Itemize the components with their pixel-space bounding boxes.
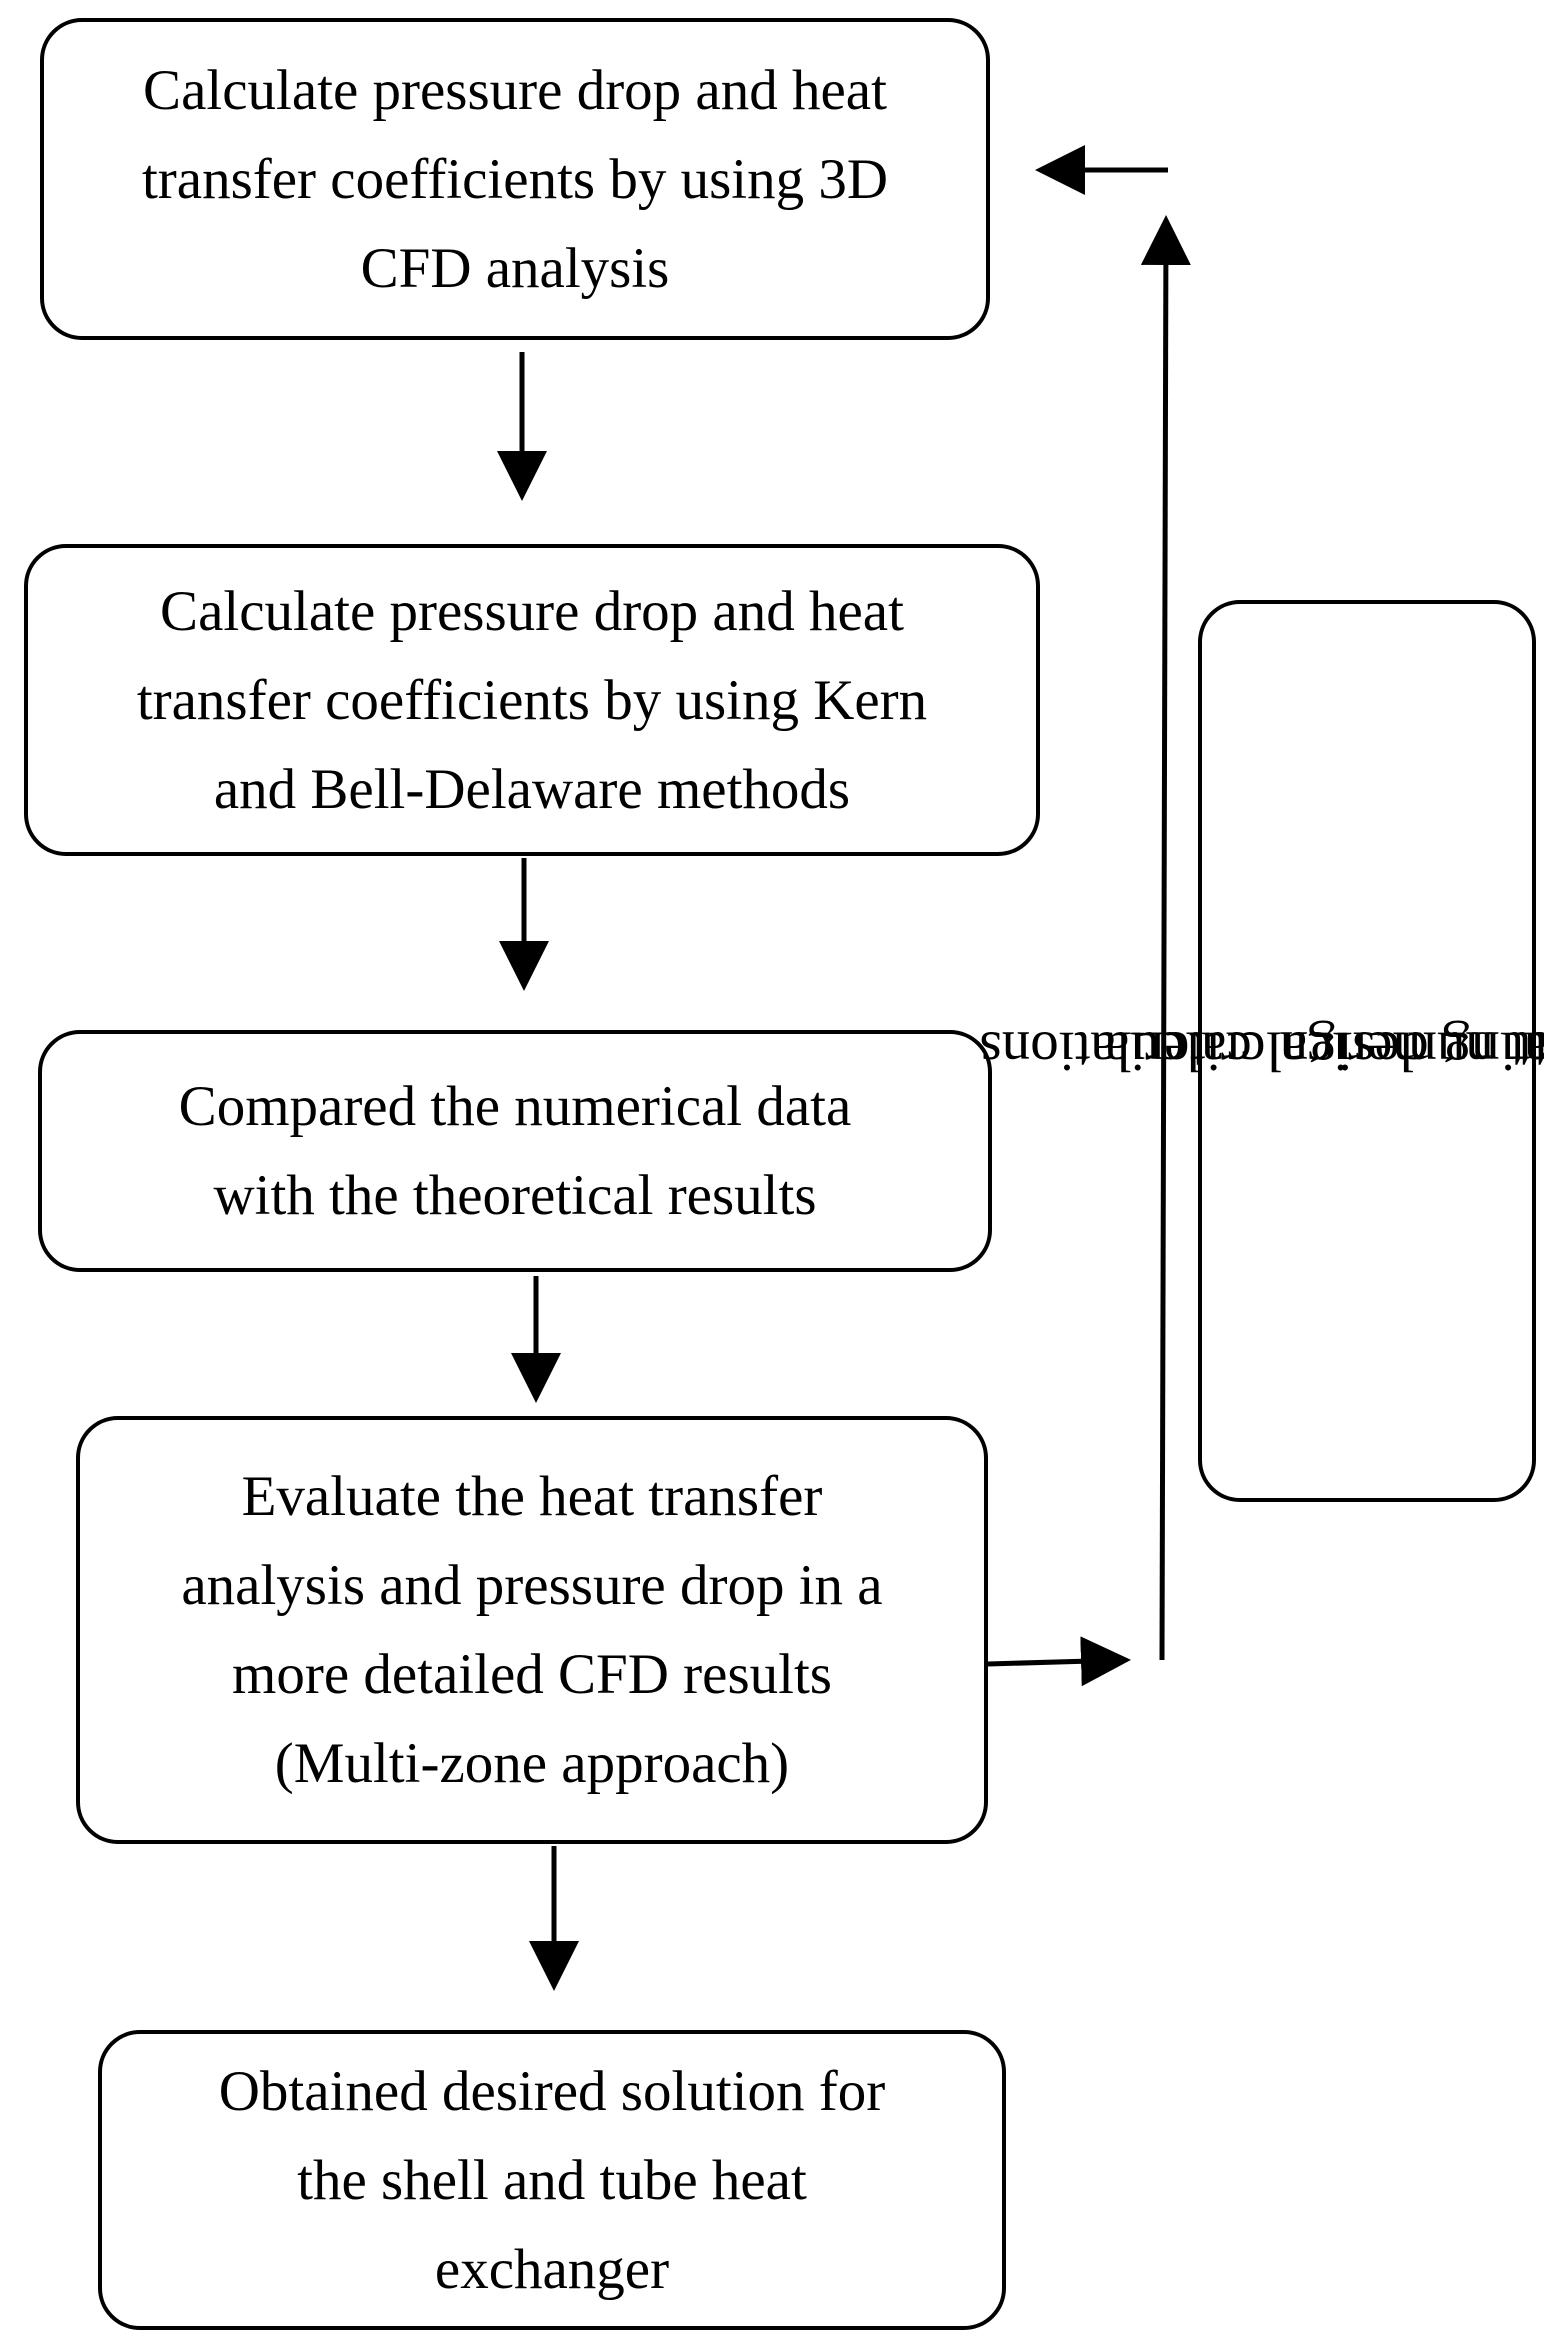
step-kern-bell-delaware-text: Calculate pressure drop and heat transfe…: [136, 579, 928, 821]
loop-note-box: Repeat numerical calculationsuntil getti…: [979, 600, 1544, 1502]
step-evaluate-box: Evaluate the heat transfer analysis and …: [76, 1416, 988, 1844]
step-compare-text: Compared the numerical data with the the…: [178, 1075, 852, 1227]
step-obtained-text: Obtained desired solution for the shell …: [218, 2059, 886, 2301]
arrow-loop-out: [987, 1636, 1131, 1687]
arrow-loop-up: [1140, 215, 1191, 1661]
step-obtained-box: Obtained desired solution for the shell …: [98, 2030, 1006, 2330]
step-3d-cfd-text: Calculate pressure drop and heat transfe…: [141, 58, 889, 300]
step-3d-cfd-box: Calculate pressure drop and heat transfe…: [40, 18, 990, 340]
loop-note-line2: until getting design criteria: [1103, 1019, 1544, 1083]
loop-note-text: Repeat numerical calculationsuntil getti…: [979, 708, 1544, 1395]
step-evaluate-text: Evaluate the heat transfer analysis and …: [181, 1465, 883, 1795]
step-kern-bell-delaware-box: Calculate pressure drop and heat transfe…: [24, 544, 1040, 856]
step-compare-box: Compared the numerical data with the the…: [38, 1030, 992, 1272]
